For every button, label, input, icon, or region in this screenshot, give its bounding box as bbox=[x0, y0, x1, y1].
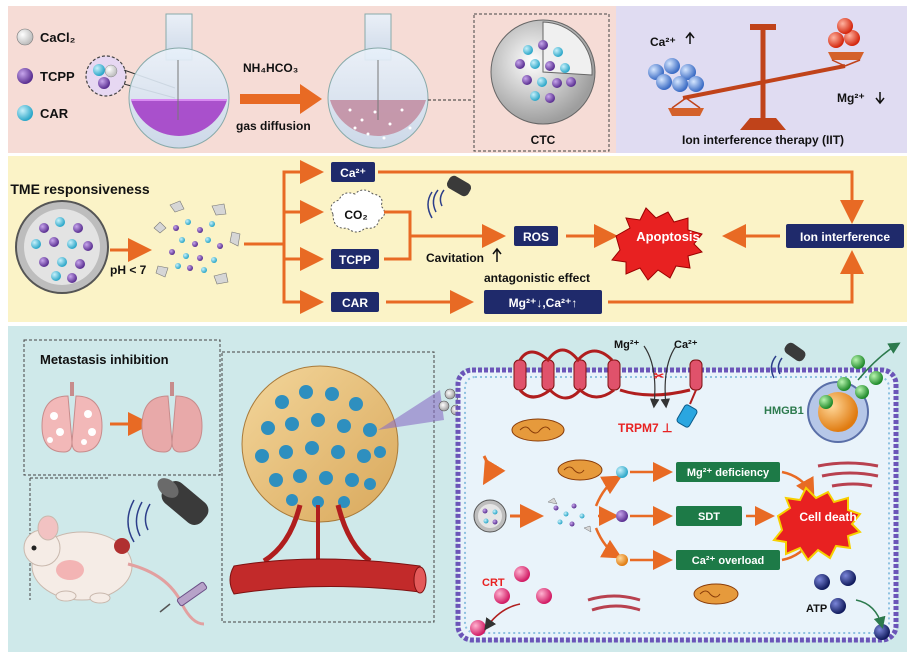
ros-box-label: ROS bbox=[523, 230, 549, 244]
endoplasmic-reticulum bbox=[587, 461, 879, 612]
ca-channel-label: Ca²⁺ bbox=[674, 339, 698, 351]
ultrasound-probe-right-icon bbox=[770, 342, 806, 379]
reaction-reagent: NH₄HCO₃ bbox=[243, 61, 298, 75]
co2-cloud: CO₂ bbox=[330, 189, 385, 233]
metastasis-box: Metastasis inhibition bbox=[23, 339, 221, 476]
legend-tcpp: TCPP bbox=[40, 69, 75, 84]
flask-mixture bbox=[128, 13, 230, 149]
mg-ca-box-label: Mg²⁺↓,Ca²⁺↑ bbox=[509, 296, 578, 310]
iit-mg-label: Mg²⁺ bbox=[837, 91, 865, 105]
uptake-arrow bbox=[482, 455, 506, 486]
channel-block-mark: ✂ bbox=[654, 369, 664, 383]
legend-cacl2: CaCl₂ bbox=[40, 30, 76, 45]
iit-balance: Ca²⁺ Mg²⁺ Ion interference therapy (IIT) bbox=[648, 18, 885, 147]
cavitation-label: Cavitation bbox=[426, 251, 484, 265]
trpm7-label: TRPM7 ⊥ bbox=[618, 421, 672, 435]
mgca-to-ion-arrow bbox=[608, 250, 864, 304]
ca-to-ion-arrow bbox=[378, 170, 864, 224]
lungs-healthy bbox=[141, 382, 203, 453]
cacl2-swatch bbox=[16, 28, 34, 46]
tumor-box bbox=[221, 351, 468, 623]
car-box bbox=[331, 292, 379, 312]
crt-label: CRT bbox=[482, 577, 505, 589]
sdt-label: SDT bbox=[698, 511, 720, 523]
co2-label: CO₂ bbox=[344, 208, 367, 222]
crt-group bbox=[470, 566, 552, 636]
cancer-cell bbox=[455, 367, 899, 643]
ca-overload-label: Ca²⁺ overload bbox=[692, 555, 764, 567]
ros-box bbox=[514, 226, 558, 246]
ca-ion bbox=[616, 554, 628, 566]
atp-label: ATP bbox=[806, 603, 827, 615]
ctc-label: CTC bbox=[531, 133, 556, 147]
car-box-label: CAR bbox=[342, 296, 368, 310]
mg-deficiency-box bbox=[676, 462, 780, 482]
ultrasound-probe-large-icon bbox=[127, 478, 209, 543]
tcpp-box-label: TCPP bbox=[339, 253, 371, 267]
car-ion bbox=[616, 466, 628, 478]
ultrasound-probe-icon bbox=[427, 175, 472, 219]
mitochondria bbox=[511, 418, 739, 605]
car-swatch bbox=[17, 105, 33, 121]
apoptosis-burst: Apoptosis bbox=[611, 207, 703, 281]
ca-box-label: Ca²⁺ bbox=[340, 166, 366, 180]
nucleus bbox=[807, 342, 901, 443]
ph-label: pH < 7 bbox=[110, 263, 147, 277]
reaction-arrow: NH₄HCO₃ gas diffusion bbox=[236, 61, 322, 133]
atp-group bbox=[814, 570, 890, 640]
lungs-metastatic bbox=[41, 382, 103, 453]
mg-channel-label: Mg²⁺ bbox=[614, 339, 640, 351]
ion-interference-box bbox=[786, 224, 904, 248]
dissolved-fragments bbox=[153, 200, 241, 285]
ca-overload-box bbox=[676, 550, 780, 570]
ctc-particle: CTC bbox=[473, 13, 610, 152]
trpm7-channel bbox=[513, 348, 703, 428]
iit-title: Ion interference therapy (IIT) bbox=[682, 133, 844, 147]
legend: CaCl₂ TCPP CAR bbox=[16, 28, 76, 121]
reaction-method: gas diffusion bbox=[236, 119, 311, 133]
tcpp-swatch bbox=[17, 68, 33, 84]
mg-deficiency-label: Mg²⁺ deficiency bbox=[687, 467, 770, 479]
internal-nanoparticle bbox=[473, 499, 507, 533]
internal-fragments bbox=[547, 497, 592, 533]
ion-interference-label: Ion interference bbox=[800, 230, 890, 244]
metastasis-title: Metastasis inhibition bbox=[40, 352, 169, 367]
ctc-nanoparticle bbox=[15, 200, 109, 294]
tme-title: TME responsiveness bbox=[10, 181, 149, 197]
tcpp-ion bbox=[616, 510, 628, 522]
cell-death-burst: Cell death bbox=[772, 486, 862, 562]
hmgb1-label: HMGB1 bbox=[764, 405, 804, 417]
mouse-illustration bbox=[23, 477, 205, 626]
antagonistic-label: antagonistic effect bbox=[484, 271, 590, 285]
tcpp-box bbox=[331, 249, 379, 269]
cell-death-label: Cell death bbox=[799, 510, 856, 524]
syringe-icon bbox=[159, 581, 208, 613]
apoptosis-label: Apoptosis bbox=[636, 229, 700, 244]
flask-product bbox=[327, 13, 473, 149]
legend-car: CAR bbox=[40, 106, 69, 121]
dissolution-arrow: pH < 7 bbox=[110, 238, 152, 277]
sdt-box bbox=[676, 506, 742, 526]
branch-arrows bbox=[244, 160, 324, 314]
iit-ca-label: Ca²⁺ bbox=[650, 35, 676, 49]
ca-box bbox=[331, 162, 375, 182]
mg-ca-box bbox=[484, 290, 602, 314]
